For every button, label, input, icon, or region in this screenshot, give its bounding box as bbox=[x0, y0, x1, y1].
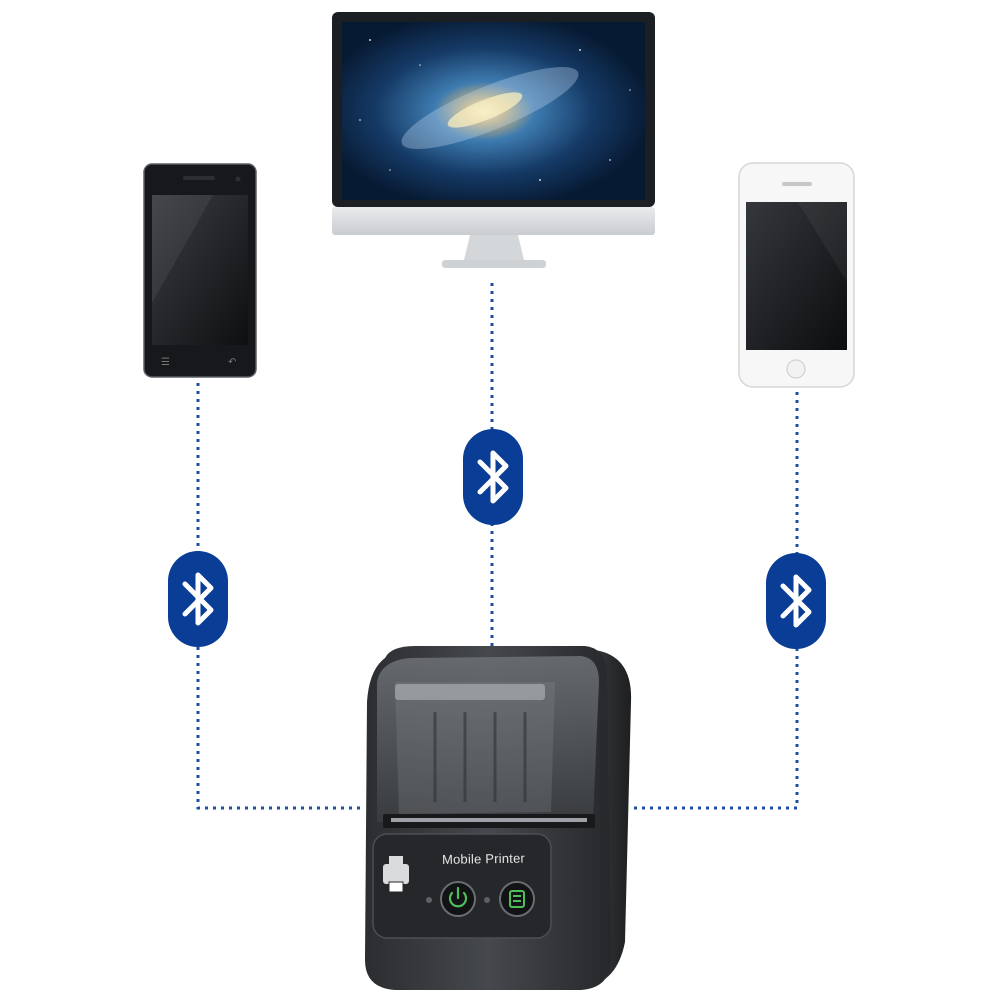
mobile-printer bbox=[365, 646, 632, 990]
link-line-left bbox=[196, 383, 362, 810]
bluetooth-icon bbox=[463, 429, 523, 525]
svg-text:☰: ☰ bbox=[161, 357, 170, 368]
bluetooth-icon bbox=[766, 553, 826, 649]
feed-button[interactable] bbox=[499, 881, 535, 917]
print-icon bbox=[383, 856, 409, 893]
printer-label: Mobile Printer bbox=[441, 850, 526, 868]
power-button[interactable] bbox=[440, 881, 476, 917]
svg-text:↶: ↶ bbox=[228, 357, 236, 368]
link-line-right bbox=[632, 392, 799, 810]
android-phone: ☰ ↶ bbox=[143, 163, 257, 378]
feed-icon bbox=[509, 890, 525, 908]
bluetooth-icon bbox=[168, 551, 228, 647]
white-smartphone bbox=[738, 162, 855, 388]
desktop-monitor bbox=[332, 12, 655, 268]
power-icon bbox=[448, 886, 468, 908]
